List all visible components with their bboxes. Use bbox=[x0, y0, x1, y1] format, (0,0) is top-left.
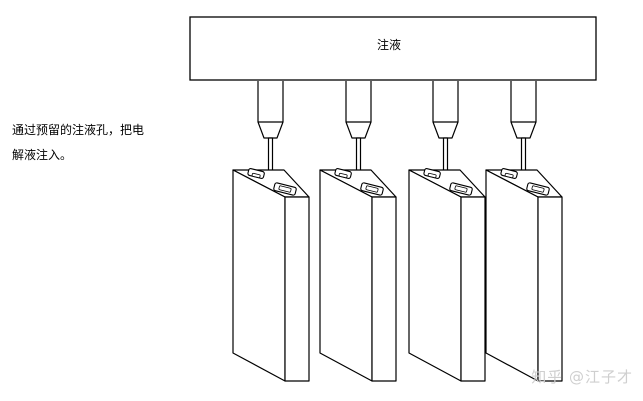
injection-hole-inner bbox=[338, 172, 348, 179]
cell-front-face bbox=[319, 169, 373, 382]
injection-nozzle bbox=[345, 81, 372, 139]
cell-side-face bbox=[371, 196, 397, 382]
reserved-fill-port-inner bbox=[365, 185, 379, 193]
process-caption: 通过预留的注液孔，把电 解液注入。 bbox=[12, 118, 162, 168]
cell-side-face bbox=[460, 196, 486, 382]
reserved-fill-port-inner bbox=[278, 185, 292, 193]
cell-front-face bbox=[232, 169, 286, 382]
watermark: 知乎 @江子才 bbox=[531, 368, 633, 386]
injection-nozzle bbox=[257, 81, 284, 139]
cell-side-face bbox=[284, 196, 310, 382]
reserved-fill-port-inner bbox=[454, 185, 468, 193]
reserved-fill-port-inner bbox=[531, 185, 545, 193]
cell-side-face bbox=[537, 196, 563, 382]
injection-hole-inner bbox=[427, 172, 437, 179]
cells-layer bbox=[232, 81, 563, 382]
injection-hole-inner bbox=[504, 172, 514, 179]
caption-line-1: 通过预留的注液孔，把电 bbox=[12, 123, 145, 137]
injection-header-label: 注液 bbox=[377, 37, 401, 52]
injection-nozzle bbox=[510, 81, 537, 139]
injection-header-box bbox=[189, 16, 597, 81]
caption-line-2: 解液注入。 bbox=[12, 148, 73, 162]
injection-nozzle bbox=[432, 81, 459, 139]
cell-front-face bbox=[485, 169, 539, 382]
cell-front-face bbox=[408, 169, 462, 382]
injection-hole-inner bbox=[251, 172, 261, 179]
